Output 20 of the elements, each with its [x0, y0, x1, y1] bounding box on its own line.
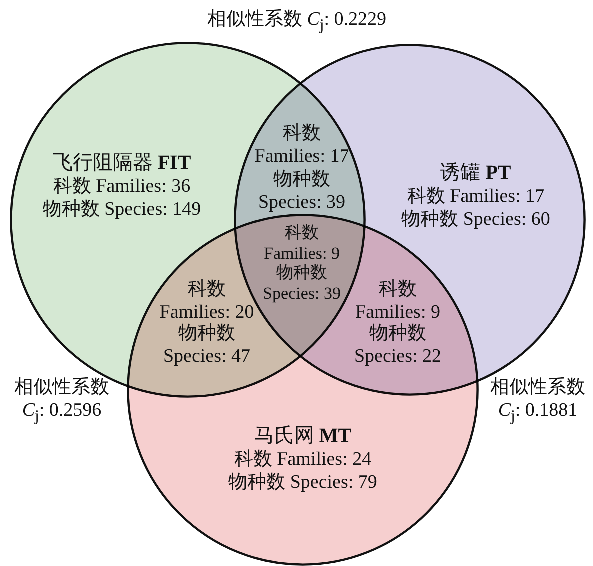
overlap-count: 科数 Families: 17	[254, 122, 350, 168]
overlap-count: 物种数 Species: 47	[162, 322, 252, 368]
similarity-coefficient: 相似性系数 C$_{j}$: 0.2229	[207, 8, 387, 36]
similarity-coefficient: 相似性系数 C$_{j}$: 0.1881	[490, 376, 586, 427]
set-count: 物种数 Species: 149	[42, 198, 202, 221]
similarity-coefficient: 相似性系数 C$_{j}$: 0.2596	[14, 376, 110, 427]
overlap-count: 科数 Families: 9	[262, 222, 342, 264]
set-count: 科数 Families: 17	[406, 185, 546, 208]
set-count: 科数 Families: 24	[233, 448, 373, 471]
set-title: 飞行阻隔器 FIT	[52, 152, 192, 175]
set-count: 物种数 Species: 79	[228, 471, 378, 494]
overlap-count: 物种数 Species: 39	[262, 262, 342, 304]
set-title: 马氏网 MT	[253, 425, 353, 448]
set-count: 物种数 Species: 60	[402, 208, 550, 231]
set-title: 诱罐 PT	[440, 162, 512, 185]
overlap-count: 物种数 Species: 22	[353, 322, 443, 368]
overlap-count: 科数 Families: 20	[158, 278, 256, 323]
overlap-count: 科数 Families: 9	[354, 278, 442, 323]
overlap-count: 物种数 Species: 39	[257, 168, 347, 214]
set-count: 科数 Families: 36	[52, 175, 192, 198]
